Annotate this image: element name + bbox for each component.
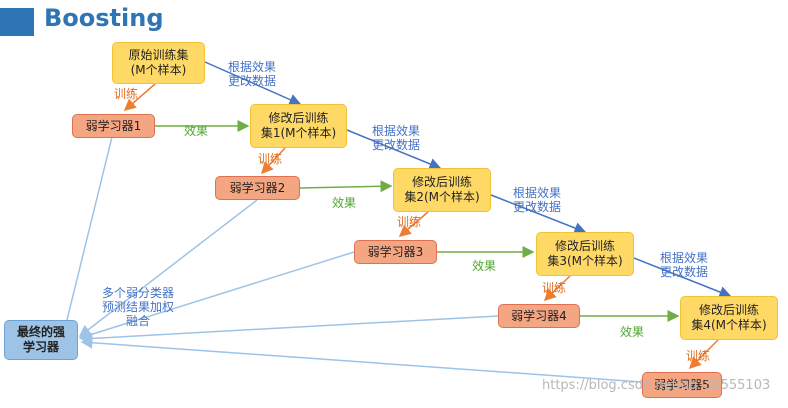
modified-training-set-4: 修改后训练 集4(M个样本) — [680, 296, 778, 340]
train-arrow — [398, 211, 429, 237]
modified-training-set-2: 修改后训练 集2(M个样本) — [393, 168, 491, 212]
page-title: Boosting — [44, 4, 164, 32]
train-label: 训练 — [686, 349, 711, 363]
modified-set-label: 修改后训练 集4(M个样本) — [691, 303, 767, 332]
modified-set-label: 修改后训练 集1(M个样本) — [260, 111, 337, 140]
original-training-set: 原始训练集 (M个样本) — [112, 42, 205, 84]
effect-arrow — [299, 180, 393, 193]
combine-label: 多个弱分类器 预测结果加权 融合 — [101, 286, 174, 328]
final-strong-learner: 最终的强 学习器 — [4, 320, 78, 360]
combine-arrow — [80, 336, 643, 383]
weak-learner-4: 弱学习器4 — [498, 304, 580, 328]
train-arrow — [260, 147, 286, 175]
weak-learner-3: 弱学习器3 — [354, 240, 437, 264]
modified-set-label: 修改后训练 集2(M个样本) — [404, 175, 480, 204]
weak-learner-label: 弱学习器5 — [654, 377, 710, 392]
combine-arrow — [80, 315, 499, 345]
final-learner-label: 最终的强 学习器 — [16, 325, 65, 354]
combine-arrow — [78, 199, 258, 337]
update-label: 根据效果 更改数据 — [228, 60, 277, 88]
weak-learner-label: 弱学习器3 — [367, 244, 424, 259]
update-arrow — [346, 129, 442, 170]
weak-learner-label: 弱学习器4 — [511, 308, 567, 323]
train-arrow — [123, 83, 156, 111]
title-accent-bar — [0, 8, 34, 36]
watermark: https://blog.csdn.net/qq_36555103 — [542, 378, 771, 393]
train-label: 训练 — [114, 87, 139, 101]
modified-training-set-3: 修改后训练 集3(M个样本) — [536, 232, 634, 276]
train-label: 训练 — [258, 152, 283, 166]
update-label: 根据效果 更改数据 — [513, 186, 562, 214]
update-arrow — [633, 257, 732, 298]
effect-label: 效果 — [472, 259, 497, 273]
train-label: 训练 — [542, 281, 567, 295]
update-label: 根据效果 更改数据 — [372, 124, 421, 152]
effect-label: 效果 — [620, 325, 645, 339]
combine-arrow — [60, 136, 113, 334]
weak-learner-label: 弱学习器2 — [229, 180, 286, 195]
combine-arrow — [78, 251, 355, 341]
weak-learner-5: 弱学习器5 — [642, 372, 722, 398]
update-arrow — [204, 61, 302, 106]
modified-set-label: 修改后训练 集3(M个样本) — [547, 239, 623, 268]
update-arrow — [490, 194, 587, 234]
train-arrow — [543, 275, 571, 302]
effect-label: 效果 — [184, 124, 209, 138]
modified-training-set-1: 修改后训练 集1(M个样本) — [250, 104, 347, 148]
weak-learner-label: 弱学习器1 — [85, 118, 142, 133]
original-training-set-label: 原始训练集 (M个样本) — [128, 48, 189, 77]
weak-learner-2: 弱学习器2 — [215, 176, 300, 200]
train-arrow — [688, 339, 719, 370]
weak-learner-1: 弱学习器1 — [72, 114, 155, 138]
update-label: 根据效果 更改数据 — [660, 251, 709, 279]
effect-label: 效果 — [332, 196, 357, 210]
train-label: 训练 — [397, 215, 422, 229]
